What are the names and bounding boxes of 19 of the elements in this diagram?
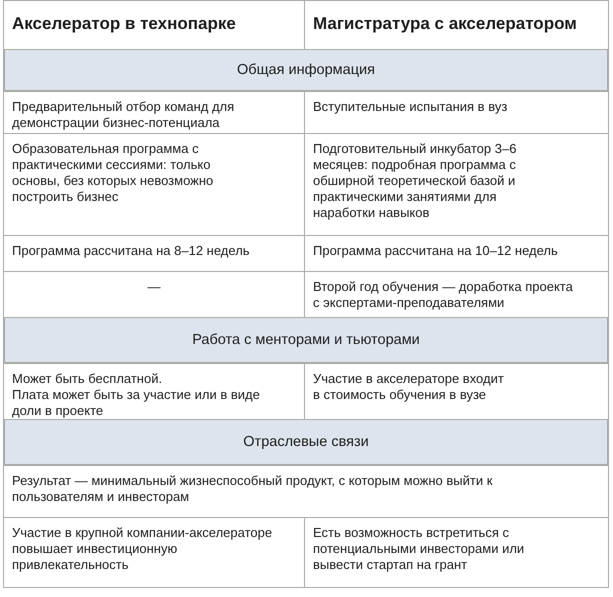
table-text: Плата может быть за участие или в виде доли в проекте (12, 387, 261, 419)
table-text: Образовательная программа с практическими сессиями: только основы, без которых невозможно построить бизнес (12, 141, 214, 205)
table-text: Участие в крупной компании-акселераторе повышает инвестиционную привлекательность (12, 525, 274, 573)
table-text: Может быть бесплатной. (12, 371, 164, 387)
table-text: Вступительные испытания в вуз (313, 99, 508, 115)
section-heading: Общая информация (237, 62, 375, 78)
table-text: Участие в акселераторе входит в стоимость обучения в вузе (313, 371, 505, 403)
table-text: Предварительный отбор команд для демонстрации бизнес-потенциала (12, 99, 236, 131)
column-heading: Акселератор в технопарке (12, 13, 237, 35)
table-text: Есть возможность встретиться с потенциальными инвесторами или вывести стартап на грант (313, 525, 526, 573)
section-heading: Работа с менторами и тьюторами (192, 332, 420, 348)
section-heading: Отраслевые связи (243, 434, 369, 450)
table-text: Результат — минимальный жизнеспособный продукт, с которым можно выйти к пользователям и инвесторам (12, 473, 494, 505)
column-heading: Магистратура с акселератором (313, 13, 578, 35)
table-text: Подготовительный инкубатор 3–6 месяцев: подробная программа с обширной теоретической базой и практическими занятиями для наработки навыков (313, 141, 518, 221)
table-text: Программа рассчитана на 8–12 недель (12, 243, 251, 259)
table-text: Второй год обучения — доработка проекта с экспертами-преподавателями (313, 279, 573, 311)
dash-mark: — (146, 279, 162, 295)
table-text: Программа рассчитана на 10–12 недель (313, 243, 559, 259)
